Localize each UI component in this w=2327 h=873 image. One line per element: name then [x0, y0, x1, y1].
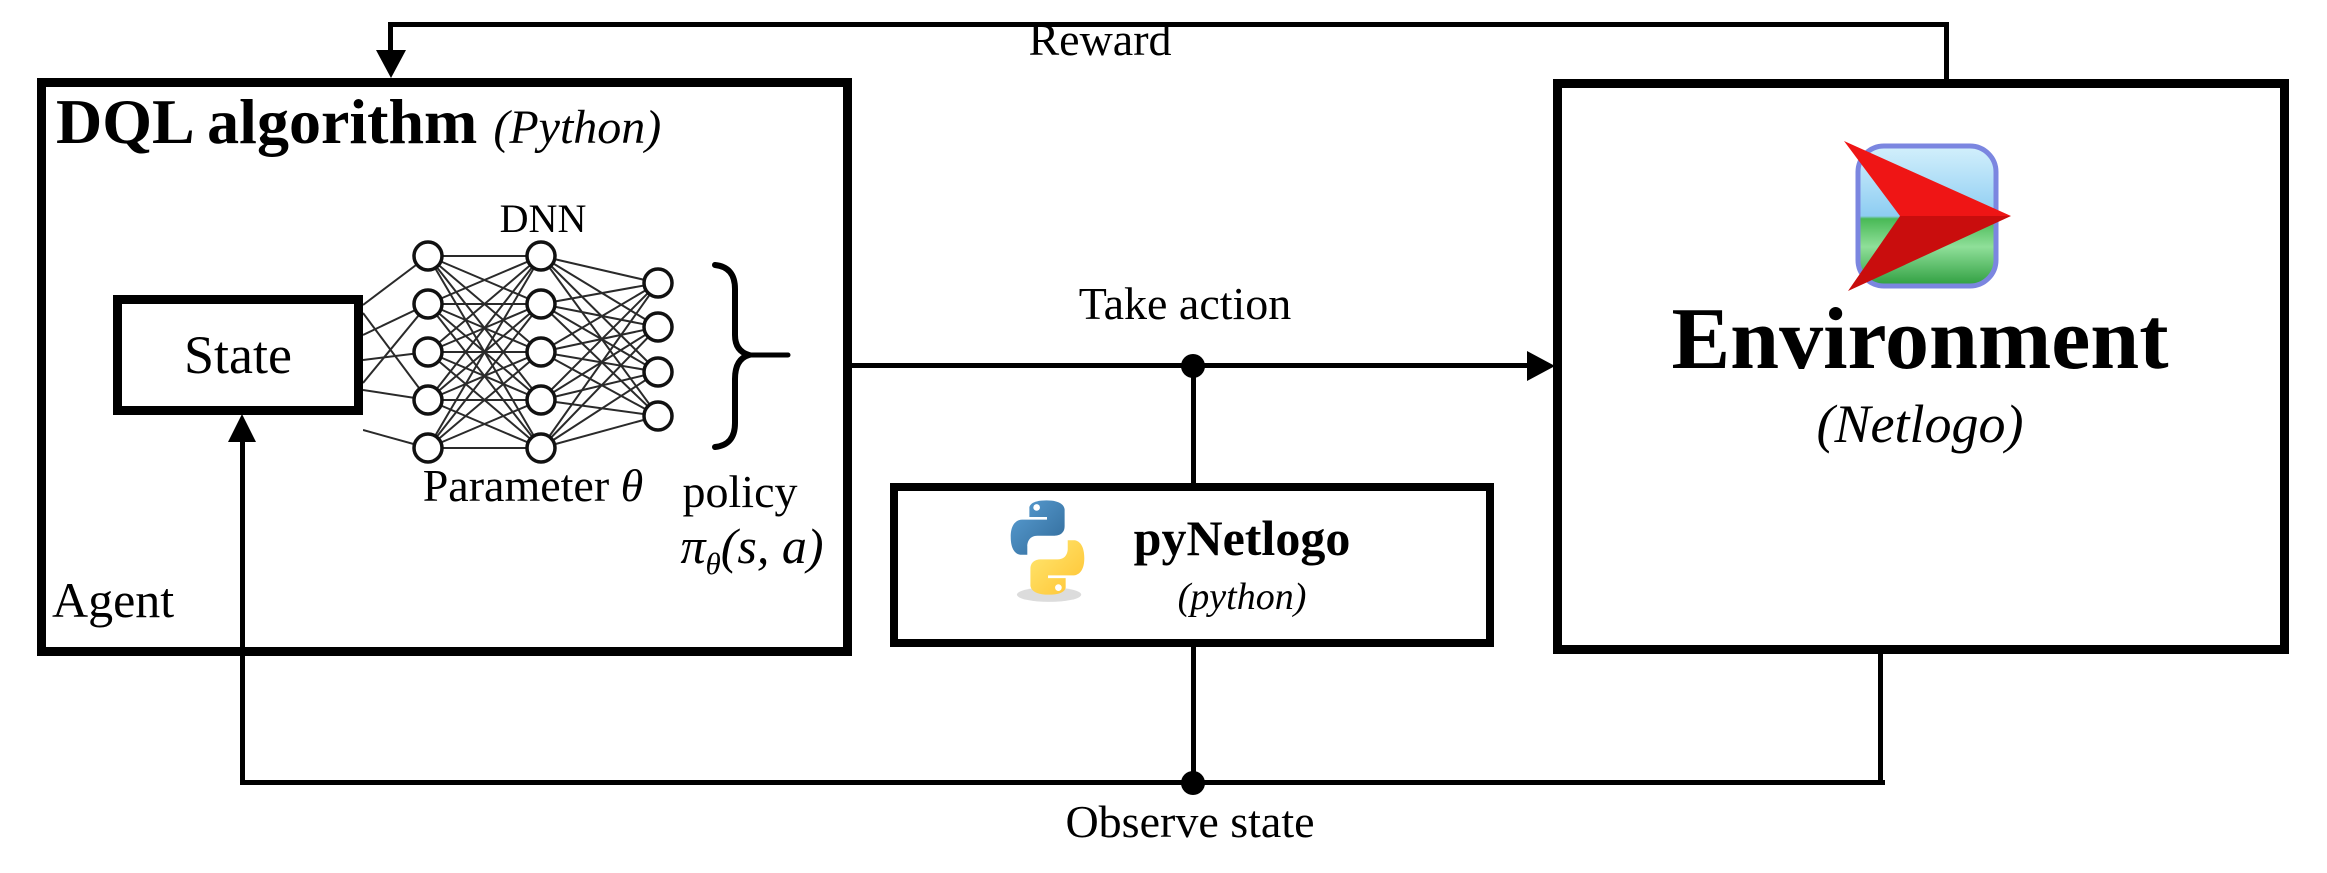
dql-language-text: (Python) [493, 101, 662, 154]
reward-line-left-segment [388, 22, 393, 56]
dnn-network-drawing [363, 240, 791, 464]
reward-label: Reward [1028, 14, 1172, 65]
theta-symbol: θ [620, 460, 644, 511]
take-action-junction-dot [1181, 354, 1205, 378]
reward-line-horizontal [388, 22, 1948, 27]
parameter-text: Parameter [422, 460, 610, 511]
dnn-label: DNN [499, 196, 587, 241]
pynetlogo-to-observe-line [1191, 641, 1196, 785]
policy-label: policy [682, 466, 798, 517]
observe-state-label: Observe state [1065, 796, 1315, 847]
environment-language: (Netlogo) [1816, 394, 2024, 454]
pynetlogo-language: (python) [1177, 576, 1307, 618]
state-box: State [113, 295, 363, 415]
take-action-label: Take action [1078, 278, 1292, 329]
observe-left-riser-line [240, 438, 245, 785]
pi-subscript: θ [705, 546, 721, 581]
take-action-arrowhead-icon [1527, 351, 1555, 381]
observe-state-line [240, 780, 1885, 785]
netlogo-arrow-icon [1844, 141, 2011, 291]
pynetlogo-title: pyNetlogo [1133, 510, 1351, 566]
state-label: State [184, 325, 292, 385]
observe-right-riser-line [1878, 650, 1883, 785]
dql-title: DQL algorithm (Python) [56, 88, 661, 155]
policy-formula: πθ(s, a) [680, 520, 823, 581]
environment-title: Environment [1671, 291, 2169, 388]
pi-symbol: π [680, 518, 706, 574]
take-action-to-pynetlogo-line [1191, 366, 1196, 484]
parameter-theta-label: Parameter θ [422, 460, 644, 511]
output-brace-icon [712, 262, 791, 450]
reward-line-right-segment [1944, 22, 1949, 82]
pynetlogo-box [890, 483, 1494, 647]
python-logo-icon [1010, 500, 1085, 602]
state-arrowhead-icon [228, 414, 256, 442]
reward-arrowhead-icon [376, 50, 406, 78]
dql-title-text: DQL algorithm [56, 86, 478, 157]
agent-label: Agent [52, 572, 175, 628]
pi-arguments: (s, a) [720, 518, 824, 574]
